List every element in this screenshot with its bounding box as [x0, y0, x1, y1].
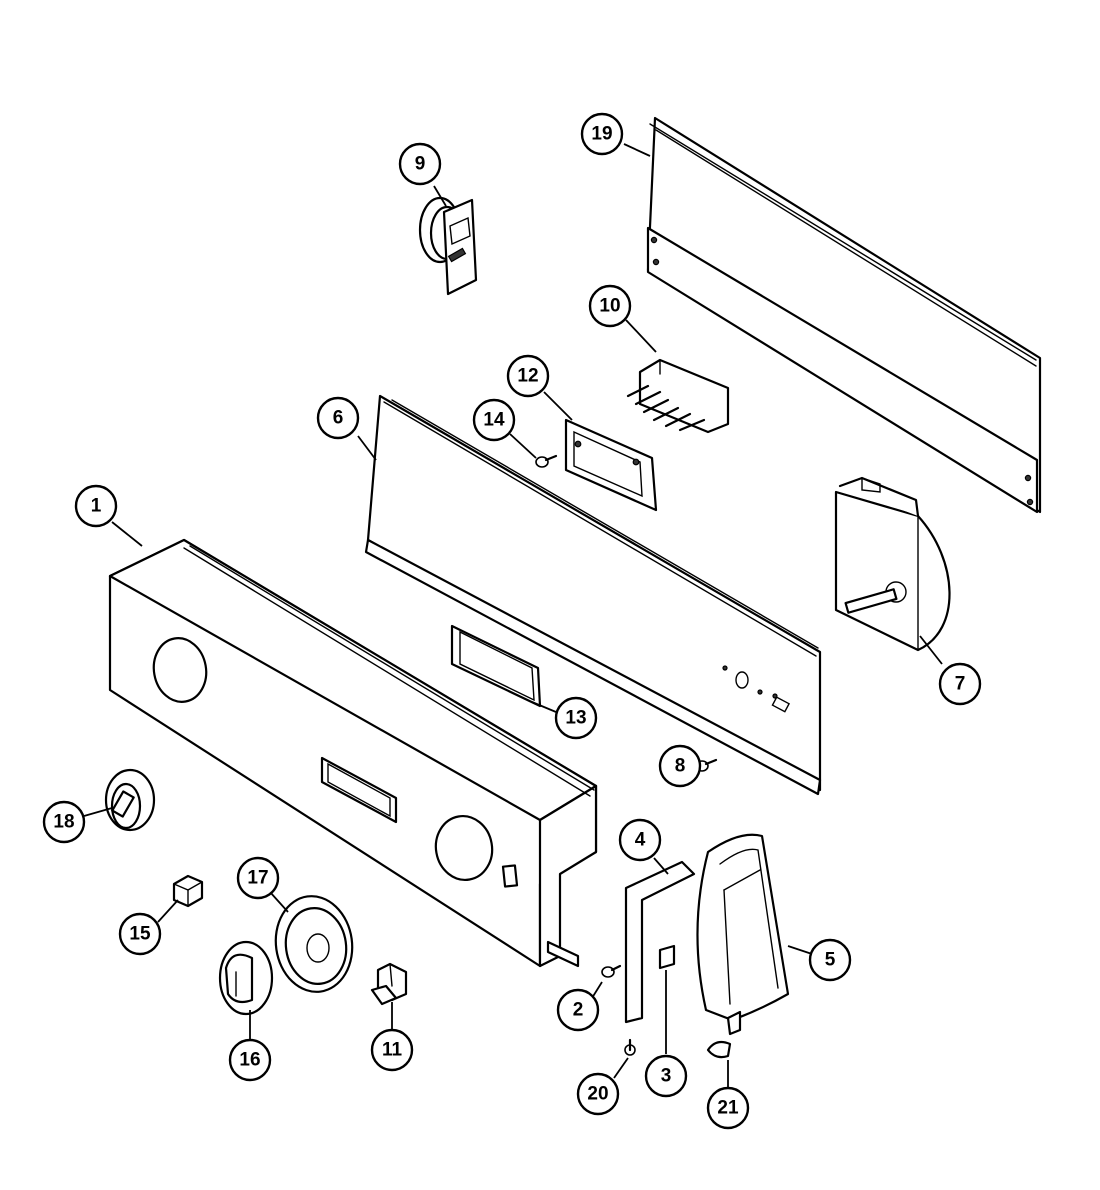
- clip-part-11: [370, 962, 408, 1006]
- callout-1: 1: [74, 484, 118, 528]
- callout-4-label: 4: [635, 830, 646, 851]
- callout-7-label: 7: [955, 674, 966, 695]
- leader-6: [357, 435, 377, 461]
- callout-14: 14: [472, 398, 516, 442]
- callout-2-label: 2: [573, 1000, 584, 1021]
- callout-12: 12: [506, 354, 550, 398]
- leader-10: [625, 319, 657, 353]
- callout-18-label: 18: [53, 812, 74, 833]
- leader-17: [269, 891, 289, 913]
- callout-10-label: 10: [599, 296, 620, 317]
- callout-11: 11: [370, 1028, 414, 1072]
- leader-18: [83, 807, 113, 817]
- timer-motor-part-7: [834, 476, 951, 652]
- knob-part-18: [104, 768, 156, 832]
- callout-5-label: 5: [825, 950, 836, 971]
- leader-14: [509, 433, 537, 459]
- callout-5: 5: [808, 938, 852, 982]
- front-console-part-1: [108, 538, 598, 968]
- leader-12: [543, 391, 573, 421]
- callout-8-label: 8: [675, 756, 686, 777]
- switch-part-9: [418, 196, 478, 296]
- callout-6: 6: [316, 396, 360, 440]
- callout-15: 15: [118, 912, 162, 956]
- callout-3-label: 3: [661, 1066, 672, 1087]
- leader-9: [433, 185, 447, 207]
- callout-7: 7: [938, 662, 982, 706]
- leader-20: [613, 1057, 629, 1079]
- rear-panel-part: [646, 116, 1042, 514]
- callout-16-label: 16: [239, 1050, 260, 1071]
- callout-17: 17: [236, 856, 280, 900]
- callout-17-label: 17: [247, 868, 268, 889]
- bracket-part-12: [564, 418, 658, 512]
- callout-13-label: 13: [565, 708, 586, 729]
- callout-14-label: 14: [483, 410, 505, 431]
- leader-7: [919, 635, 943, 665]
- terminal-block-part-10: [626, 358, 730, 434]
- callout-9: 9: [398, 142, 442, 186]
- screw-part-2: [601, 964, 622, 978]
- trim-strip-part-4: [624, 860, 696, 1024]
- callout-16: 16: [228, 1038, 272, 1082]
- callout-19: 19: [580, 112, 624, 156]
- leader-lines: [83, 143, 943, 1090]
- callout-12-label: 12: [517, 366, 538, 387]
- callout-15-label: 15: [129, 924, 151, 945]
- knob-part-16: [218, 940, 274, 1016]
- callout-9-label: 9: [415, 154, 426, 175]
- leader-1: [111, 521, 143, 547]
- leader-15: [157, 899, 179, 923]
- callout-20: 20: [576, 1072, 620, 1116]
- callout-11-label: 11: [382, 1040, 403, 1061]
- leader-19: [623, 143, 651, 157]
- callout-1-label: 1: [91, 496, 102, 517]
- callout-21: 21: [706, 1086, 750, 1130]
- clip-part-3: [658, 944, 676, 970]
- screw-part-14: [535, 454, 558, 468]
- callout-6-label: 6: [333, 408, 344, 429]
- callout-4: 4: [618, 818, 662, 862]
- callout-2: 2: [556, 988, 600, 1032]
- end-cap-part-5: [696, 833, 790, 1036]
- leader-5: [787, 945, 813, 955]
- callout-10: 10: [588, 284, 632, 328]
- knob-skirt-part-17: [274, 895, 354, 993]
- callout-18: 18: [42, 800, 86, 844]
- mounting-panel-part-6: [364, 394, 822, 796]
- callout-3: 3: [644, 1054, 688, 1098]
- button-part-15: [172, 874, 204, 908]
- callout-13: 13: [554, 696, 598, 740]
- callout-19-label: 19: [591, 124, 612, 145]
- leader-13: [531, 701, 557, 713]
- leader-4: [653, 857, 669, 875]
- callout-21-label: 21: [717, 1098, 739, 1119]
- screw-part-20: [624, 1038, 636, 1056]
- leader-2: [591, 981, 603, 999]
- clip-part-21: [706, 1040, 732, 1059]
- callout-20-label: 20: [587, 1084, 608, 1105]
- callout-8: 8: [658, 744, 702, 788]
